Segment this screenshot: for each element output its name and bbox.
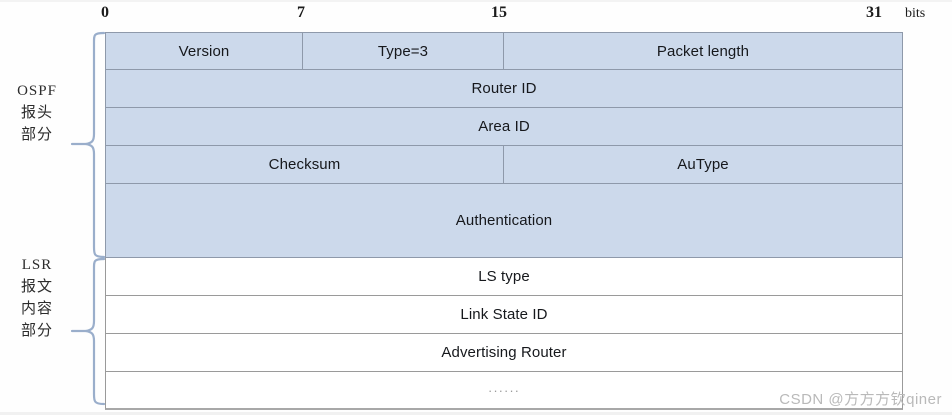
ruler-tick-0: 0 <box>101 4 109 21</box>
ruler-unit-label: bits <box>905 6 926 21</box>
section-label-ospf-header: OSPF 报头 部分 <box>4 80 70 146</box>
section-label-line: 部分 <box>20 127 53 143</box>
packet-field-table: Version Type=3 Packet length Router ID A… <box>105 32 903 410</box>
page-bottom-edge <box>0 412 952 415</box>
section-label-line: 报头 <box>20 105 53 121</box>
field-link-state-id: Link State ID <box>460 306 548 323</box>
section-label-line: LSR <box>21 257 53 273</box>
field-advertising-router: Advertising Router <box>441 344 567 361</box>
field-authentication: Authentication <box>455 212 553 229</box>
ruler-tick-31: 31 <box>866 4 882 21</box>
section-label-line: 内容 <box>20 301 53 317</box>
page-top-edge <box>0 0 952 2</box>
table-row: Advertising Router <box>105 334 903 372</box>
ruler-tick-7: 7 <box>297 4 305 21</box>
section-label-line: 部分 <box>20 323 53 339</box>
section-label-lsr-body: LSR 报文 内容 部分 <box>4 254 70 342</box>
bit-ruler: 0 7 15 31 bits <box>0 0 952 32</box>
table-row: Version Type=3 Packet length <box>105 32 903 70</box>
field-area-id: Area ID <box>478 118 530 135</box>
section-braces <box>70 31 106 406</box>
field-ls-type: LS type <box>478 268 530 285</box>
table-row: LS type <box>105 258 903 296</box>
table-row: Link State ID <box>105 296 903 334</box>
field-type: Type=3 <box>303 33 504 69</box>
field-router-id: Router ID <box>471 80 537 97</box>
table-row: ······ <box>105 372 903 410</box>
section-label-line: OSPF <box>17 83 57 99</box>
table-row: Authentication <box>105 184 903 258</box>
table-row: Checksum AuType <box>105 146 903 184</box>
csdn-watermark: CSDN @方方方钦qiner <box>779 391 942 408</box>
field-autype: AuType <box>677 156 729 173</box>
ruler-tick-15: 15 <box>491 4 507 21</box>
section-label-line: 报文 <box>20 279 53 295</box>
table-row: Area ID <box>105 108 903 146</box>
table-row: Router ID <box>105 70 903 108</box>
field-checksum: Checksum <box>106 146 504 183</box>
field-ellipsis: ······ <box>488 382 520 398</box>
field-version: Version <box>106 33 303 69</box>
field-packet-length: Packet length <box>656 42 750 60</box>
